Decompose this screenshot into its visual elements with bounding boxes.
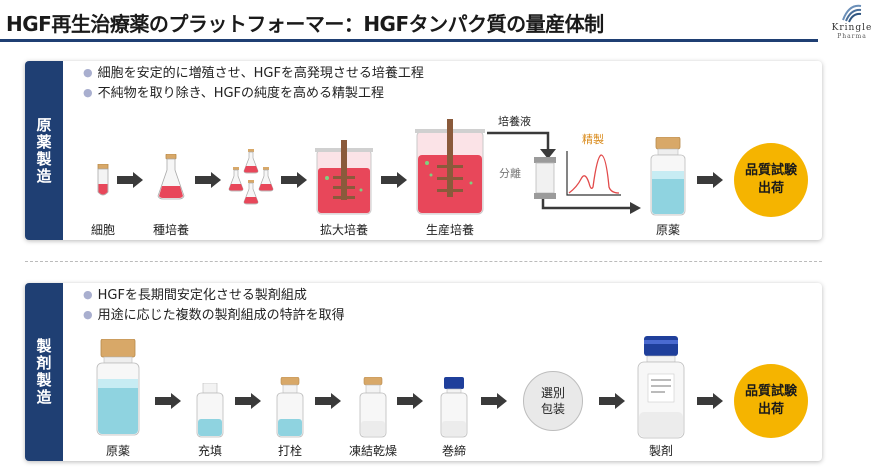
api-step-seed: 種培養 xyxy=(152,223,190,237)
title-underline xyxy=(0,39,818,42)
api-step-production: 生産培養 xyxy=(425,223,475,237)
form-arrow-1 xyxy=(155,393,181,409)
seed-flask-icon xyxy=(157,154,185,200)
api-manufacturing-section: 原薬製造 細胞を安定的に増殖させ、HGFを高発現させる培養工程 不純物を取り除き… xyxy=(25,61,822,240)
company-logo: Kringle Pharma xyxy=(826,2,878,48)
form-step-fill: 充填 xyxy=(197,444,223,458)
page-title: HGF再生治療薬のプラットフォーマー：HGFタンパク質の量産体制 xyxy=(6,12,604,36)
api-arrow-3 xyxy=(281,172,307,188)
formulation-bullets: HGFを長期間安定化させる製剤組成 用途に応じた複数の製剤組成の特許を取得 xyxy=(83,286,345,326)
formulation-bullet-1: HGFを長期間安定化させる製剤組成 xyxy=(83,286,345,306)
api-badge-line2: 出荷 xyxy=(757,181,784,196)
formulation-bullet-2: 用途に応じた複数の製剤組成の特許を取得 xyxy=(83,306,345,326)
formulation-manufacturing-section: 製剤製造 HGFを長期間安定化させる製剤組成 用途に応じた複数の製剤組成の特許を… xyxy=(25,283,822,461)
fill-vial-icon xyxy=(196,383,224,438)
api-arrow-1 xyxy=(117,172,143,188)
api-vial-icon xyxy=(650,137,686,216)
logo-name: Kringle xyxy=(831,23,873,33)
api-step-expansion: 拡大培養 xyxy=(319,223,369,237)
form-arrow-5 xyxy=(481,393,507,409)
kringle-logo-icon xyxy=(842,4,862,23)
form-arrow-6 xyxy=(599,393,625,409)
form-arrow-3 xyxy=(315,393,341,409)
api-bullets: 細胞を安定的に増殖させ、HGFを高発現させる培養工程 不純物を取り除き、HGFの… xyxy=(83,64,424,104)
api-step-cell: 細胞 xyxy=(90,223,116,237)
product-vial-icon xyxy=(637,336,685,439)
separation-column-icon xyxy=(534,157,556,199)
formulation-section-label: 製剤製造 xyxy=(25,283,63,461)
form-arrow-4 xyxy=(397,393,423,409)
form-badge-line2: 出荷 xyxy=(757,402,784,417)
section-divider xyxy=(25,261,822,262)
api-arrow-2 xyxy=(195,172,221,188)
separation-label: 分離 xyxy=(499,167,521,180)
pack-line1: 選別 xyxy=(540,386,565,400)
seal-vial-icon xyxy=(440,377,468,438)
form-step-freeze-dry: 凍結乾燥 xyxy=(348,444,398,458)
form-arrow-7 xyxy=(697,393,723,409)
stopper-vial-icon xyxy=(276,377,304,438)
form-step-product: 製剤 xyxy=(648,444,674,458)
pack-line2: 包装 xyxy=(540,402,565,416)
separation-flow-lines xyxy=(487,131,641,214)
api-arrow-5 xyxy=(697,172,723,188)
cell-tube-icon xyxy=(97,164,109,196)
form-step-api: 原薬 xyxy=(105,444,131,458)
culture-medium-label: 培養液 xyxy=(498,115,531,128)
form-badge-line1: 品質試験 xyxy=(744,384,797,399)
api-bullet-1: 細胞を安定的に増殖させ、HGFを高発現させる培養工程 xyxy=(83,64,424,84)
form-step-seal: 巻締 xyxy=(441,444,467,458)
api-badge-line1: 品質試験 xyxy=(744,163,797,178)
api-bottle-icon xyxy=(96,339,140,436)
sort-pack-step: 選別 包装 xyxy=(523,371,583,431)
purification-label: 精製 xyxy=(582,133,604,146)
form-arrow-2 xyxy=(235,393,261,409)
api-arrow-4 xyxy=(381,172,407,188)
multiple-flasks-icon xyxy=(228,149,274,205)
purification-chromatogram-icon xyxy=(566,151,621,196)
api-step-api: 原薬 xyxy=(655,223,681,237)
form-step-stopper: 打栓 xyxy=(277,444,303,458)
production-bioreactor-icon xyxy=(415,119,485,215)
expansion-bioreactor-icon xyxy=(315,140,373,215)
api-bullet-2: 不純物を取り除き、HGFの純度を高める精製工程 xyxy=(83,84,424,104)
api-quality-badge: 品質試験 出荷 xyxy=(734,143,808,217)
api-section-label: 原薬製造 xyxy=(25,61,63,240)
formulation-quality-badge: 品質試験 出荷 xyxy=(734,364,808,438)
logo-sub: Pharma xyxy=(837,33,867,40)
freeze-dry-vial-icon xyxy=(359,377,387,438)
